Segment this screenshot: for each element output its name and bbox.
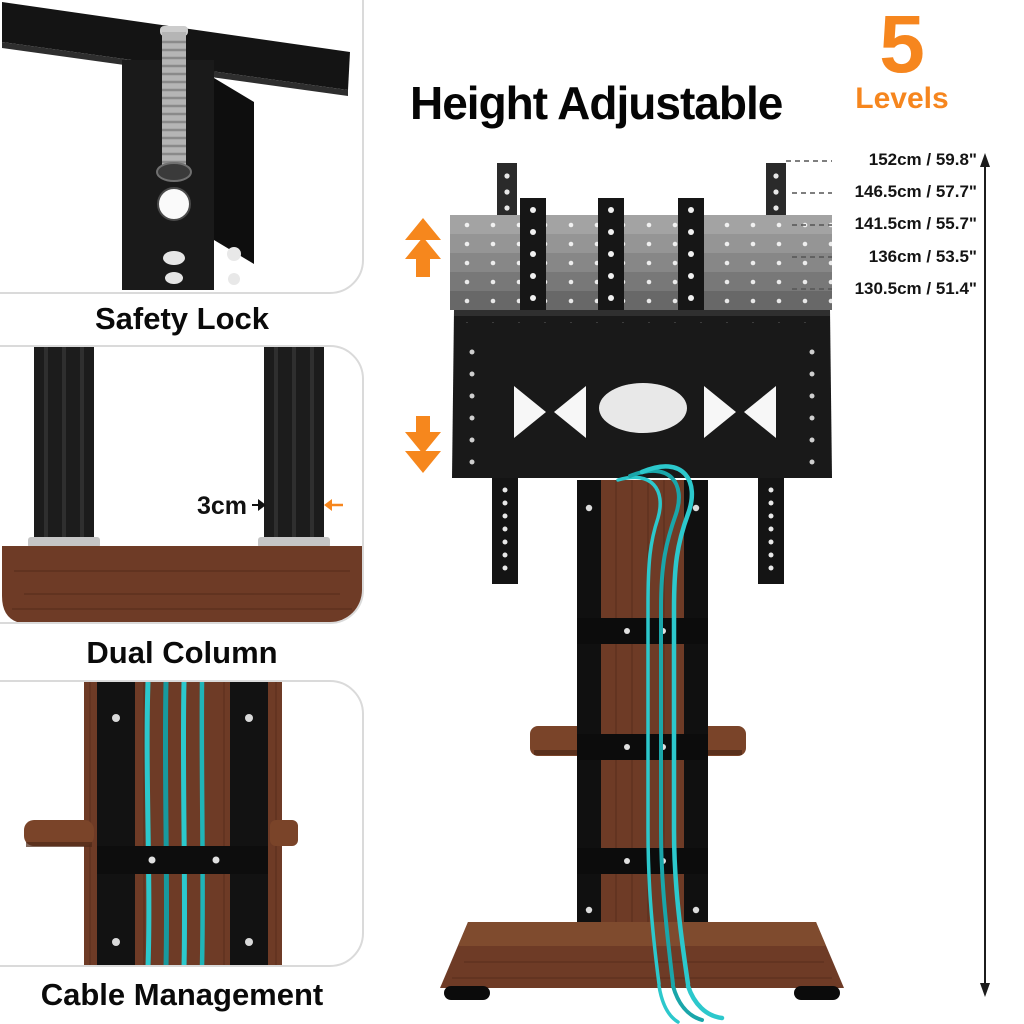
levels-label: Levels [855, 82, 949, 115]
measurement-label-4: 130.5cm / 51.4" [854, 279, 977, 298]
shelf [24, 820, 298, 847]
feature-panel-dual-column: 3cm [0, 345, 364, 624]
rail-screws [112, 714, 253, 946]
stand-column [577, 480, 708, 932]
left-column [28, 347, 100, 548]
height-levels-stack [450, 215, 832, 310]
cables [616, 464, 725, 1024]
page-title: Height Adjustable [410, 77, 783, 129]
clamp-screw [160, 26, 188, 168]
right-column [258, 347, 330, 548]
tv-mount-plate [452, 310, 832, 478]
feature-label-cable-management: Cable Management [40, 977, 324, 1012]
thickness-annotation: 3cm [197, 492, 343, 520]
measurement-label-3: 136cm / 53.5" [868, 247, 977, 266]
down-arrows-icon [405, 416, 441, 473]
up-arrows-icon [405, 218, 441, 277]
measurement-label-2: 141.5cm / 55.7" [854, 214, 977, 233]
column-thickness-label: 3cm [197, 492, 247, 520]
leader-lines [786, 160, 832, 290]
stand-base [440, 922, 844, 1000]
feature-panel-cable-management [0, 680, 364, 967]
cross-band [97, 846, 268, 874]
feature-label-dual-column: Dual Column [86, 635, 278, 670]
wood-base [2, 546, 362, 622]
safety-lock-illustration [2, 2, 350, 290]
measurement-label-0: 152cm / 59.8" [868, 150, 977, 169]
feature-panel-safety-lock [0, 0, 364, 294]
levels-badge: 5 Levels [842, 4, 962, 116]
cables [144, 682, 205, 965]
cable-management-illustration [24, 682, 298, 965]
dual-column-illustration: 3cm [2, 347, 362, 622]
feature-label-safety-lock: Safety Lock [94, 301, 269, 336]
arrow-left-icon [324, 499, 332, 511]
height-dimension-line [980, 153, 990, 997]
measurement-label-1: 146.5cm / 57.7" [854, 182, 977, 201]
tv-stand-illustration [405, 153, 990, 1024]
cable-rails [97, 682, 268, 965]
arrow-right-icon [258, 499, 266, 511]
bracket-columns [520, 198, 704, 310]
vesa-strips [492, 478, 784, 584]
bracket-holes [156, 162, 241, 285]
levels-count: 5 [879, 0, 925, 90]
